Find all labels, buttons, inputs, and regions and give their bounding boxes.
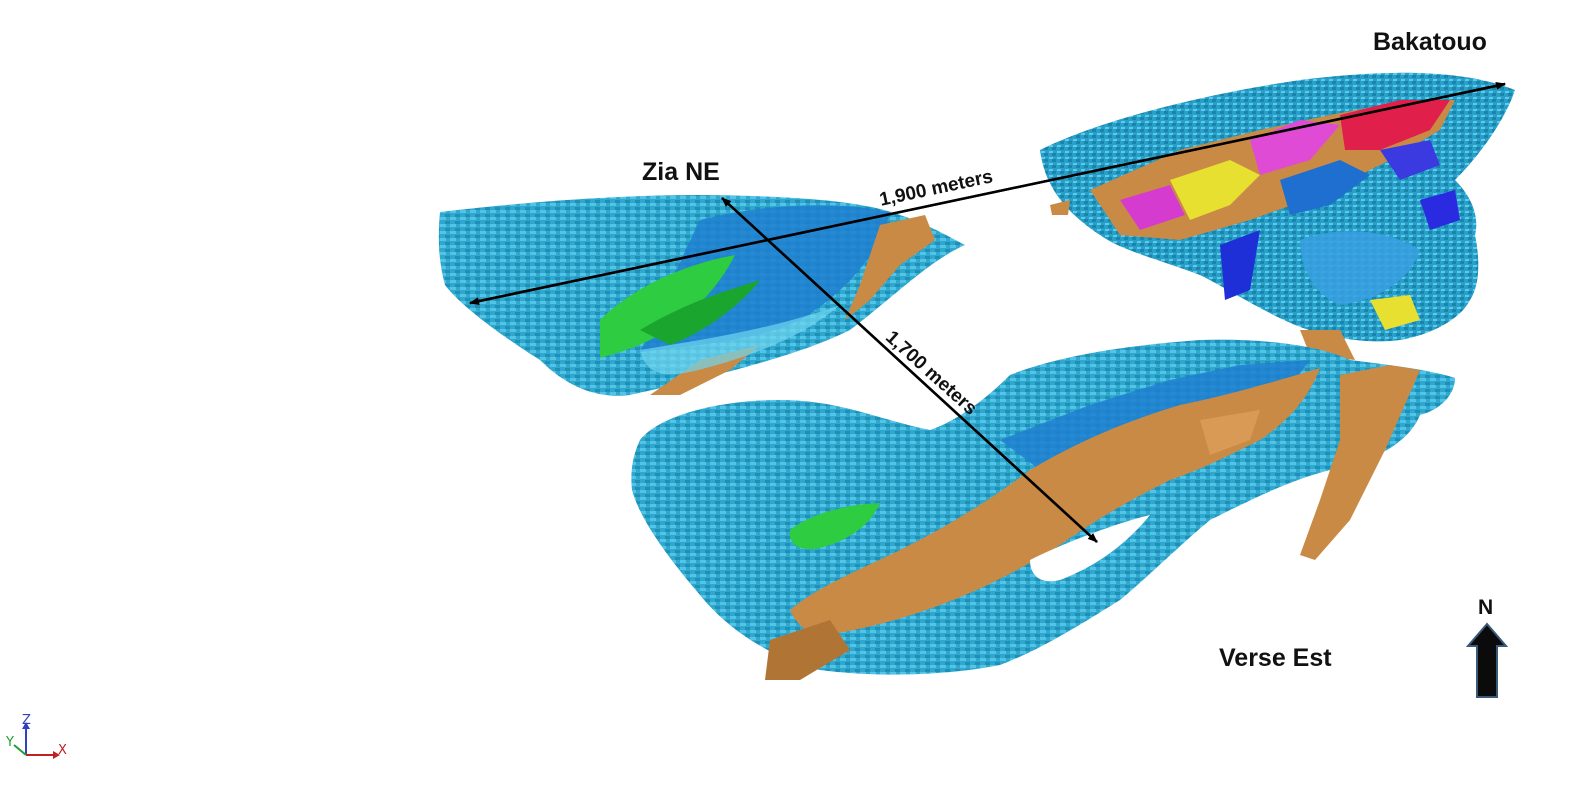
north-arrow-icon [1465, 622, 1509, 698]
verse-est-deposit-model [631, 339, 1455, 680]
distance-arrow-1700-start [721, 197, 1098, 543]
zia-ne-deposit-model [438, 195, 965, 396]
label-verse-est: Verse Est [1219, 644, 1332, 672]
bakatouo-deposit-model [1040, 72, 1515, 360]
distance-arrow-1900-start [469, 81, 1506, 305]
distance-arrows [469, 81, 1506, 543]
axis-x-label: X [58, 743, 67, 758]
label-bakatouo: Bakatouo [1373, 28, 1487, 56]
axis-triad-icon: Z X Y [5, 713, 67, 759]
axis-y-label: Y [5, 735, 14, 750]
axis-z-label: Z [22, 713, 31, 728]
north-label: N [1478, 596, 1494, 619]
label-zia-ne: Zia NE [642, 158, 720, 186]
